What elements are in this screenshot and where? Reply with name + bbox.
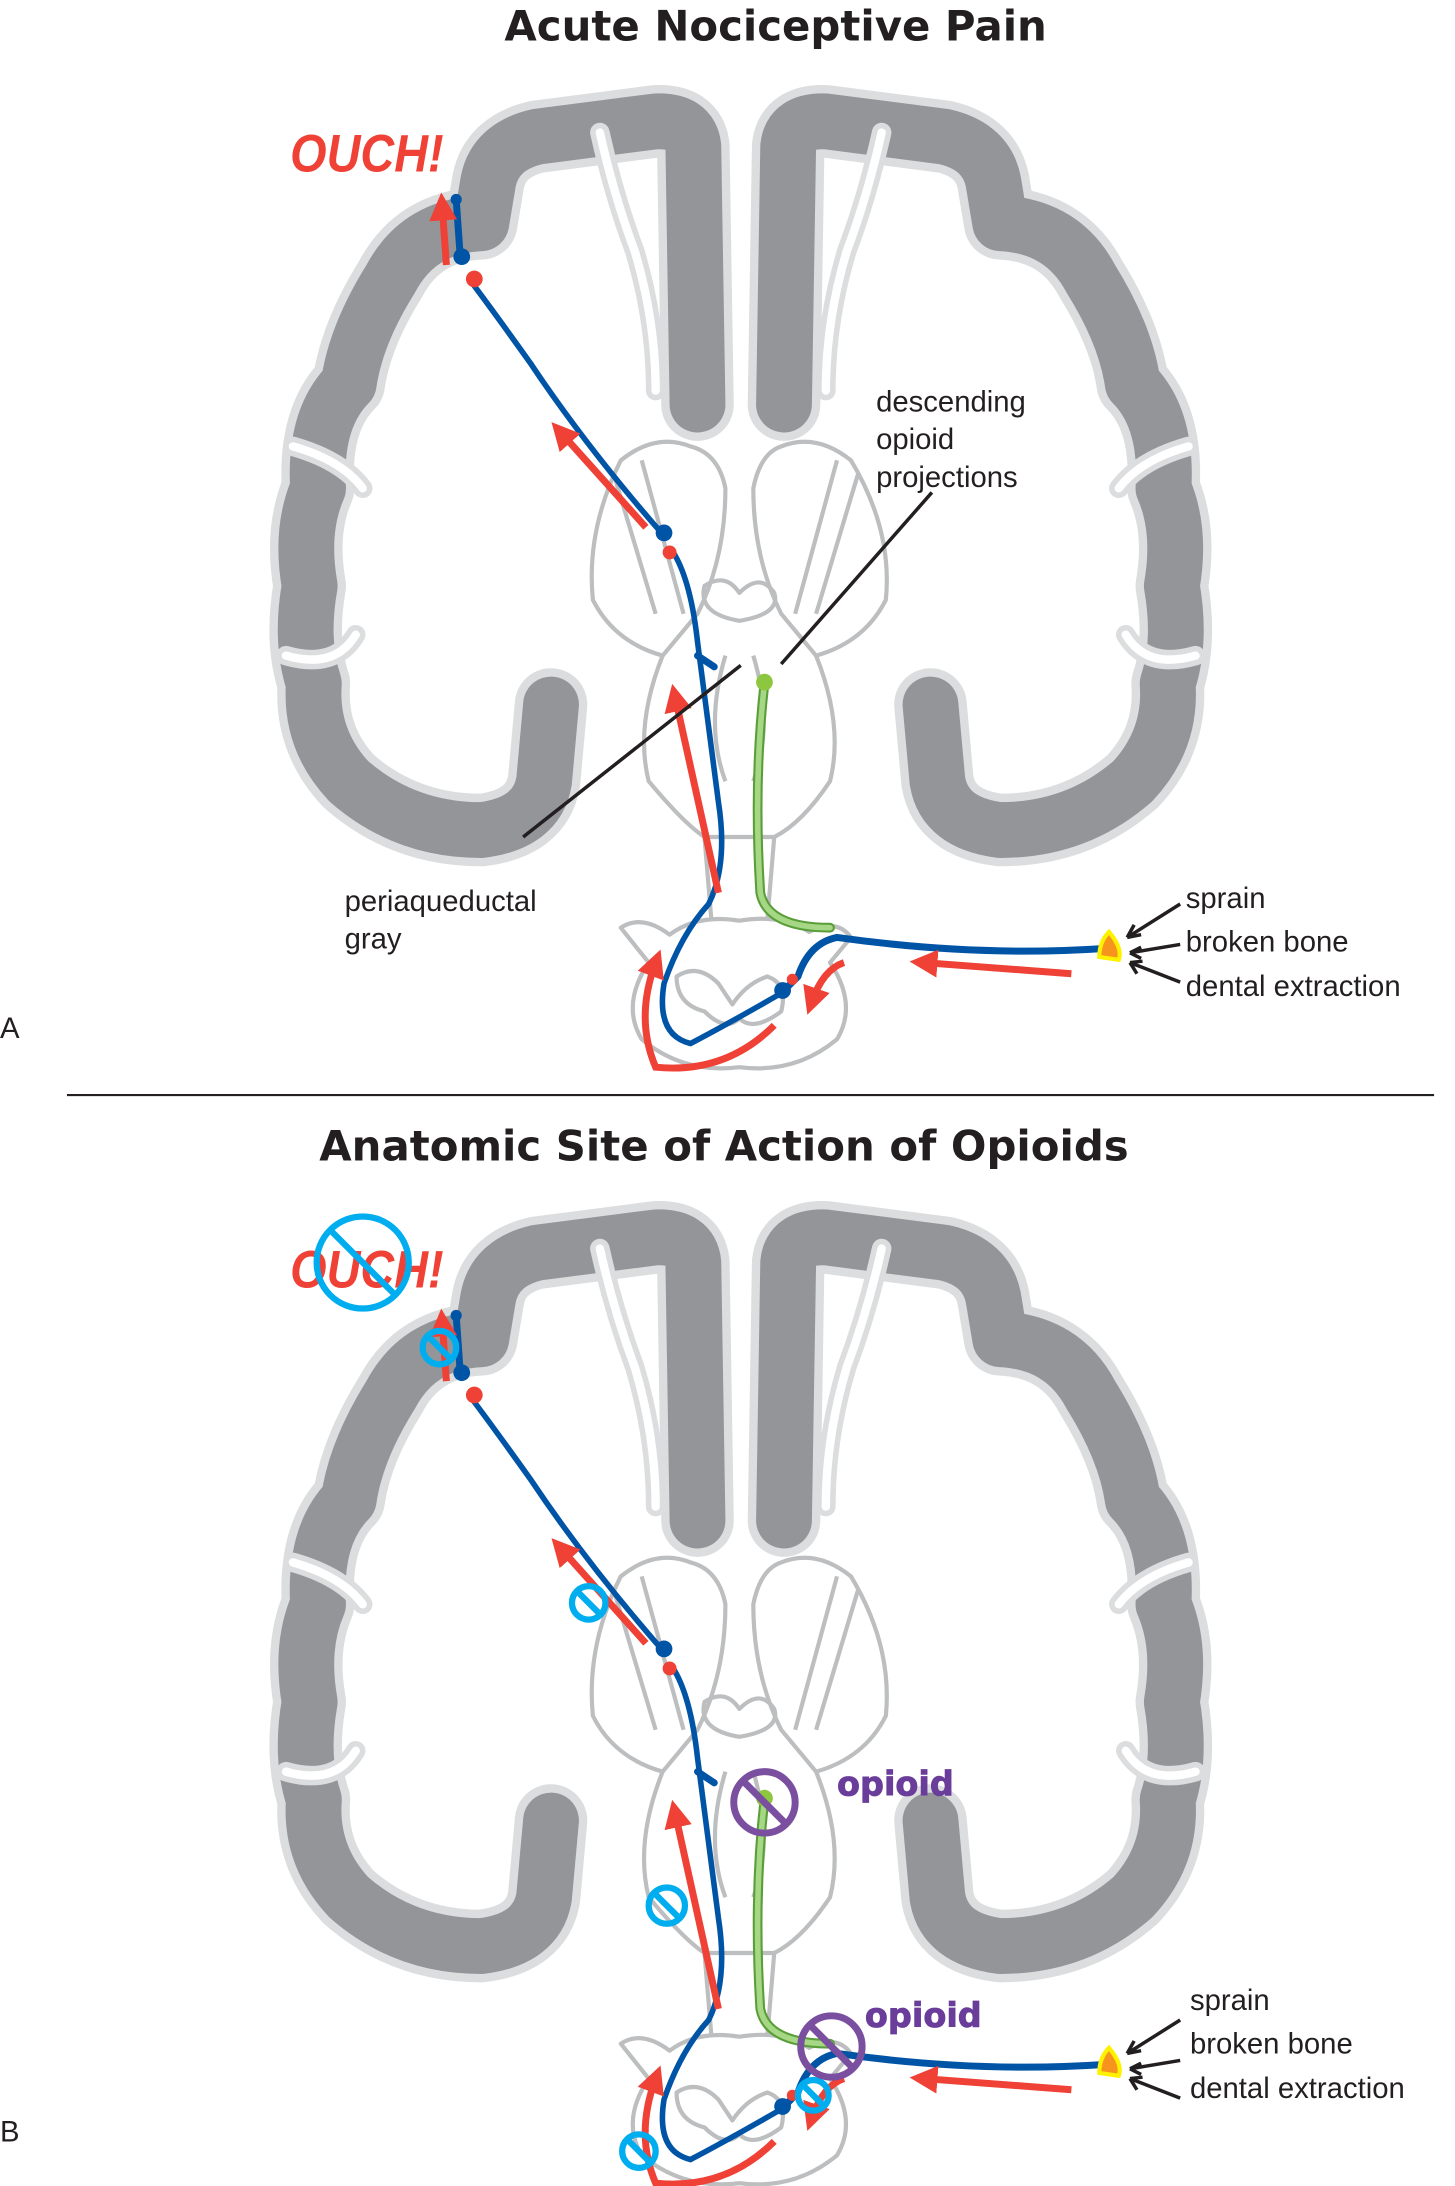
panel-b: Anatomic Site of Action of Opioids OUCH!…	[0, 1122, 1405, 2185]
opioid-block-icon-spinal	[797, 2012, 866, 2081]
opioid-label-brainstem: opioid	[837, 1764, 954, 1803]
stimulus-dental-extraction: dental extraction	[1186, 970, 1401, 1003]
block-icon-ouch	[313, 1213, 412, 1312]
stimulus-sprain: sprain	[1186, 882, 1266, 915]
stimulus-broken-bone: broken bone	[1186, 925, 1349, 958]
descending-label-line-1: descending	[876, 386, 1026, 419]
descending-leader-line	[779, 491, 934, 666]
stimulus-broken-bone-b: broken bone	[1190, 2027, 1353, 2060]
opioid-label-spinal: opioid	[865, 1996, 982, 2035]
descending-label-line-2: opioid	[876, 423, 954, 456]
panel-a-title: Acute Nociceptive Pain	[504, 1, 1046, 50]
block-icon-brainstem	[645, 1884, 689, 1927]
pag-label-line-1: periaqueductal	[345, 885, 537, 918]
block-icon-cord-left	[619, 2131, 659, 2171]
pag-leader-line	[522, 664, 742, 839]
descending-label-line-3: projections	[876, 461, 1018, 494]
block-icon-thalamus	[568, 1582, 609, 1623]
block-icon-cortex	[419, 1327, 460, 1368]
panel-a: Acute Nociceptive Pain OUCH! descending …	[0, 1, 1401, 1068]
block-icon-cord-right	[794, 2076, 832, 2114]
panel-b-letter: B	[0, 2115, 20, 2148]
stimulus-dental-extraction-b: dental extraction	[1190, 2072, 1405, 2105]
panel-b-title: Anatomic Site of Action of Opioids	[319, 1122, 1128, 1171]
panel-a-ouch-label: OUCH!	[290, 125, 443, 184]
stimulus-sprain-b: sprain	[1190, 1984, 1270, 2017]
panel-a-brain-diagram	[286, 121, 1196, 1068]
panel-a-letter: A	[0, 1012, 20, 1045]
pag-label-line-2: gray	[345, 923, 402, 956]
panel-b-brain-diagram	[286, 1237, 1196, 2184]
opioid-block-icon-brainstem	[730, 1768, 799, 1837]
